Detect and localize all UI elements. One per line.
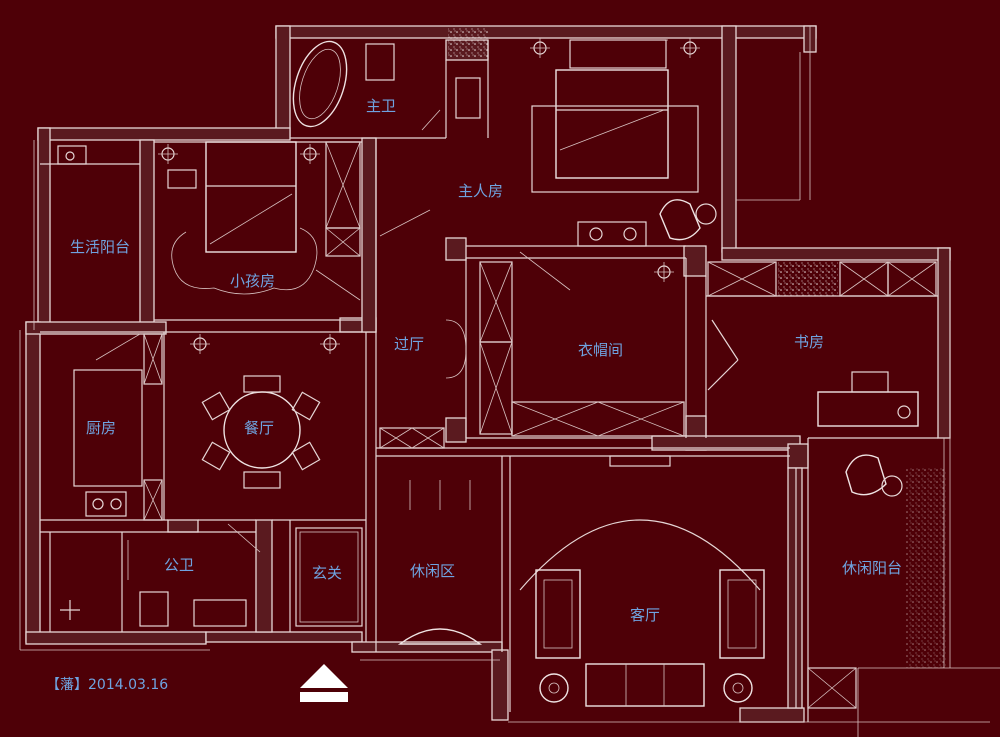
label-service-balcony: 生活阳台	[70, 238, 130, 256]
label-foyer: 玄关	[312, 564, 342, 582]
label-kitchen: 厨房	[86, 419, 116, 437]
label-leisure-area: 休闲区	[410, 562, 455, 580]
furniture	[57, 28, 946, 707]
label-closet: 衣帽间	[578, 341, 623, 359]
entrance-arrow-icon	[300, 664, 348, 702]
label-study: 书房	[794, 333, 824, 351]
label-master-bath: 主卫	[366, 97, 396, 115]
wardrobes	[143, 141, 937, 709]
label-public-bath: 公卫	[164, 556, 194, 574]
signature-date: 【藩】2014.03.16	[46, 677, 168, 693]
label-master-bedroom: 主人房	[458, 182, 503, 200]
label-kids-room: 小孩房	[230, 272, 275, 290]
label-hallway: 过厅	[394, 335, 424, 353]
label-dining: 餐厅	[244, 419, 274, 437]
label-leisure-balcony: 休闲阳台	[842, 559, 902, 577]
label-living-room: 客厅	[630, 606, 660, 624]
room-labels: 主卫 主人房 生活阳台 小孩房 过厅 衣帽间 书房 厨房 餐厅 公卫 玄关 休闲…	[70, 97, 902, 624]
walls	[25, 25, 951, 723]
